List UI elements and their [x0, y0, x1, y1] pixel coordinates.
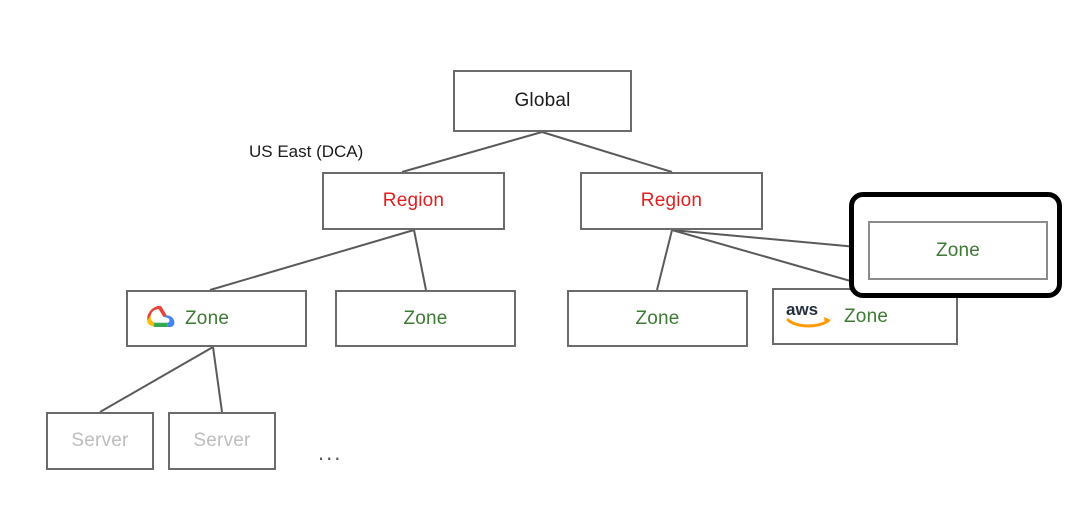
- node-server-2-label: Server: [193, 430, 251, 451]
- node-zone-highlighted-label: Zone: [935, 239, 981, 261]
- edge-region2-zone-aws: [671, 229, 869, 287]
- node-zone-highlighted[interactable]: Zone: [868, 221, 1048, 280]
- edge-region1-zone2: [413, 229, 427, 291]
- node-region-2[interactable]: Region: [580, 172, 763, 230]
- node-global-label: Global: [514, 90, 571, 111]
- node-region-1-label: Region: [382, 190, 445, 211]
- edge-region1-zone-gcp: [209, 229, 415, 291]
- aws-logo: aws: [786, 298, 838, 337]
- edge-global-region2: [541, 131, 673, 173]
- node-global[interactable]: Global: [453, 70, 632, 132]
- node-zone-gcp[interactable]: Zone: [126, 290, 307, 347]
- edge-region2-zone3: [656, 229, 673, 291]
- node-server-2[interactable]: Server: [168, 412, 276, 470]
- node-zone-3[interactable]: Zone: [567, 290, 748, 347]
- google-cloud-logo: [146, 304, 176, 334]
- edge-global-region1: [401, 131, 543, 173]
- node-zone-3-label: Zone: [635, 307, 680, 329]
- node-zone-2-label: Zone: [403, 307, 448, 329]
- edge-zone-server2: [212, 346, 223, 413]
- ellipsis-more-servers: ...: [318, 440, 343, 465]
- node-server-1[interactable]: Server: [46, 412, 154, 470]
- node-zone-aws-label: Zone: [844, 305, 889, 327]
- edge-zone-server1: [99, 346, 214, 413]
- label-us-east-dca: US East (DCA): [249, 142, 364, 161]
- svg-text:aws: aws: [786, 300, 818, 319]
- node-zone-2[interactable]: Zone: [335, 290, 516, 347]
- node-server-1-label: Server: [71, 430, 129, 451]
- node-region-1[interactable]: Region: [322, 172, 505, 230]
- edge-region2-zone-highlighted: [671, 229, 869, 249]
- node-zone-gcp-label: Zone: [185, 307, 230, 329]
- node-region-2-label: Region: [640, 190, 703, 211]
